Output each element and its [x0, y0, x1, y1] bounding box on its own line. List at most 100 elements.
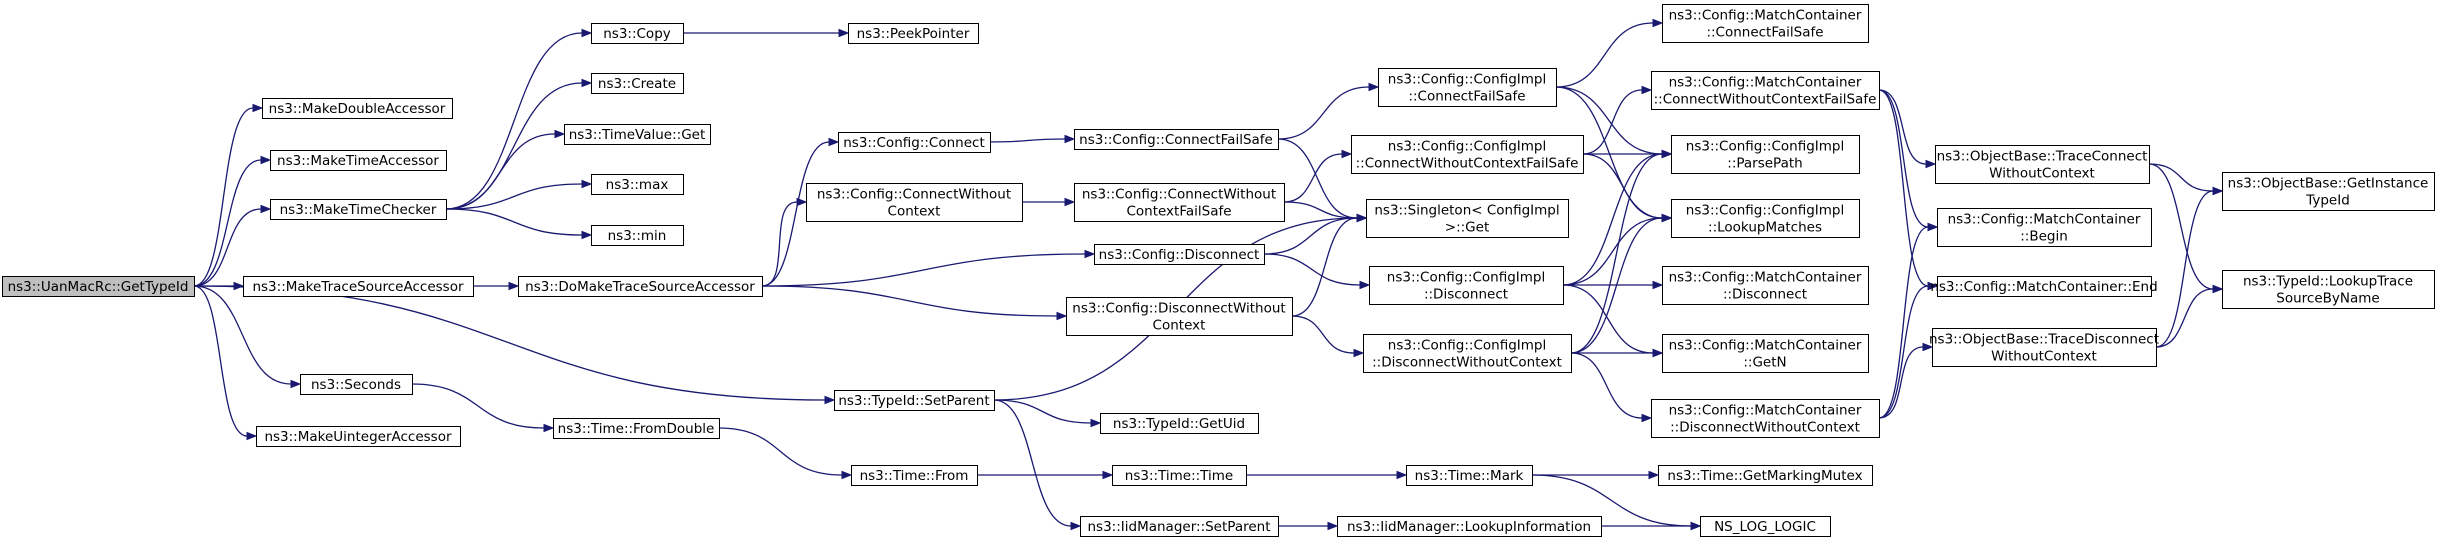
node-maketimechecker[interactable]: ns3::MakeTimeChecker: [270, 199, 447, 220]
node-timevalueget[interactable]: ns3::TimeValue::Get: [564, 124, 711, 145]
node-mcdisconnectwithoutcontext[interactable]: ns3::Config::MatchContainer::DisconnectW…: [1651, 399, 1880, 438]
node-configconnectfailsafe[interactable]: ns3::Config::ConnectFailSafe: [1074, 129, 1279, 150]
edge-maketimechecker-to-max: [445, 179, 593, 210]
node-box[interactable]: [591, 23, 684, 44]
node-box[interactable]: [1337, 516, 1602, 537]
node-box[interactable]: [564, 124, 711, 145]
node-mcend[interactable]: ns3::Config::MatchContainer::End: [1930, 276, 2158, 297]
node-box[interactable]: [1671, 199, 1860, 238]
node-mcbegin[interactable]: ns3::Config::MatchContainer::Begin: [1937, 208, 2152, 247]
node-box[interactable]: [591, 225, 684, 246]
node-box[interactable]: [806, 183, 1023, 222]
node-box[interactable]: [262, 98, 453, 119]
node-box[interactable]: [1935, 145, 2150, 184]
node-box[interactable]: [1369, 266, 1564, 305]
node-box[interactable]: [2222, 172, 2435, 211]
node-makeuintegeraccessor[interactable]: ns3::MakeUintegerAccessor: [256, 426, 461, 447]
node-typeidsetparent[interactable]: ns3::TypeId::SetParent: [834, 390, 995, 411]
node-box[interactable]: [243, 276, 474, 297]
node-box[interactable]: [591, 73, 684, 94]
node-implparsepath[interactable]: ns3::Config::ConfigImpl::ParsePath: [1671, 135, 1860, 174]
node-iidmanagersetparent[interactable]: ns3::IidManager::SetParent: [1080, 516, 1279, 537]
node-mcdisconnect[interactable]: ns3::Config::MatchContainer::Disconnect: [1662, 266, 1869, 305]
node-box[interactable]: [1937, 276, 2152, 297]
node-impllookupmatches[interactable]: ns3::Config::ConfigImpl::LookupMatches: [1671, 199, 1860, 238]
node-min[interactable]: ns3::min: [591, 225, 684, 246]
node-create[interactable]: ns3::Create: [591, 73, 684, 94]
node-obtraceconnectwithoutcontext[interactable]: ns3::ObjectBase::TraceConnectWithoutCont…: [1935, 145, 2150, 184]
node-box[interactable]: [1406, 465, 1533, 486]
node-box[interactable]: [256, 426, 461, 447]
node-box[interactable]: [1074, 183, 1285, 222]
node-seconds[interactable]: ns3::Seconds: [300, 374, 413, 395]
node-box[interactable]: [1080, 516, 1279, 537]
node-box[interactable]: [300, 374, 413, 395]
node-box[interactable]: [1094, 244, 1265, 265]
node-iidmanagerlookupinformation[interactable]: ns3::IidManager::LookupInformation: [1337, 516, 1602, 537]
node-typeidgetuid[interactable]: ns3::TypeId::GetUid: [1100, 413, 1259, 434]
node-box[interactable]: [1937, 208, 2152, 247]
node-box[interactable]: [1363, 334, 1572, 373]
node-box[interactable]: [2, 276, 195, 297]
node-configdisconnect[interactable]: ns3::Config::Disconnect: [1094, 244, 1265, 265]
node-box[interactable]: [1932, 328, 2157, 367]
node-timefromdouble[interactable]: ns3::Time::FromDouble: [553, 418, 720, 439]
node-maketracesourceaccessor[interactable]: ns3::MakeTraceSourceAccessor: [243, 276, 474, 297]
node-copy[interactable]: ns3::Copy: [591, 23, 684, 44]
node-box[interactable]: [851, 465, 978, 486]
node-implconnectwithoutcontextfailsafe[interactable]: ns3::Config::ConfigImpl::ConnectWithoutC…: [1351, 135, 1584, 174]
node-obtracedisconnectwithoutcontext[interactable]: ns3::ObjectBase::TraceDisconnectWithoutC…: [1929, 328, 2159, 367]
node-configconnect[interactable]: ns3::Config::Connect: [838, 132, 991, 153]
node-box[interactable]: [270, 150, 447, 171]
node-implconnectfailsafe[interactable]: ns3::Config::ConfigImpl::ConnectFailSafe: [1378, 68, 1557, 107]
node-peekpointer[interactable]: ns3::PeekPointer: [848, 23, 979, 44]
node-timemark[interactable]: ns3::Time::Mark: [1406, 465, 1533, 486]
node-box[interactable]: [1662, 334, 1869, 373]
node-box[interactable]: [270, 199, 447, 220]
node-box[interactable]: [1066, 297, 1293, 336]
node-box[interactable]: [1651, 399, 1880, 438]
node-box[interactable]: [838, 132, 991, 153]
node-makedoubleaccessor[interactable]: ns3::MakeDoubleAccessor: [262, 98, 453, 119]
node-box[interactable]: [1074, 129, 1279, 150]
node-impldisconnectwithoutcontext[interactable]: ns3::Config::ConfigImpl::DisconnectWitho…: [1363, 334, 1572, 373]
node-timefrom[interactable]: ns3::Time::From: [851, 465, 978, 486]
node-box[interactable]: [834, 390, 995, 411]
node-box[interactable]: [1100, 413, 1259, 434]
node-label: ::DisconnectWithoutContext: [1372, 355, 1562, 371]
node-max[interactable]: ns3::max: [591, 174, 684, 195]
node-box[interactable]: [1651, 71, 1880, 110]
node-box[interactable]: [1378, 68, 1557, 107]
node-maketimeaccessor[interactable]: ns3::MakeTimeAccessor: [270, 150, 447, 171]
node-box[interactable]: [2222, 270, 2435, 309]
node-box[interactable]: [1700, 516, 1831, 537]
node-impldisconnect[interactable]: ns3::Config::ConfigImpl::Disconnect: [1369, 266, 1564, 305]
node-box[interactable]: [1662, 266, 1869, 305]
node-box[interactable]: [518, 276, 763, 297]
node-timetime[interactable]: ns3::Time::Time: [1112, 465, 1247, 486]
node-domaketracesourceaccessor[interactable]: ns3::DoMakeTraceSourceAccessor: [518, 276, 763, 297]
node-box[interactable]: [1366, 199, 1569, 238]
node-box[interactable]: [1671, 135, 1860, 174]
node-mcconnectwithoutcontextfailsafe[interactable]: ns3::Config::MatchContainer::ConnectWith…: [1651, 71, 1880, 110]
node-mcconnectfailsafe[interactable]: ns3::Config::MatchContainer::ConnectFail…: [1662, 4, 1869, 43]
node-configconnectwithoutcontextfailsafe[interactable]: ns3::Config::ConnectWithoutContextFailSa…: [1074, 183, 1285, 222]
node-timegetmarkingmutex[interactable]: ns3::Time::GetMarkingMutex: [1658, 465, 1873, 486]
node-uanmacrc[interactable]: ns3::UanMacRc::GetTypeId: [2, 276, 195, 297]
node-configdisconnectwithoutcontext[interactable]: ns3::Config::DisconnectWithoutContext: [1066, 297, 1293, 336]
node-configconnectwithoutcontext[interactable]: ns3::Config::ConnectWithoutContext: [806, 183, 1023, 222]
node-nsloglogic[interactable]: NS_LOG_LOGIC: [1700, 516, 1831, 537]
node-mcgetn[interactable]: ns3::Config::MatchContainer::GetN: [1662, 334, 1869, 373]
arrowhead-icon: [1327, 521, 1339, 531]
node-box[interactable]: [1351, 135, 1584, 174]
node-label: ns3::TypeId::SetParent: [838, 393, 989, 409]
node-box[interactable]: [553, 418, 720, 439]
node-singletonget[interactable]: ns3::Singleton< ConfigImpl >::Get: [1366, 199, 1569, 238]
node-box[interactable]: [1658, 465, 1873, 486]
node-box[interactable]: [848, 23, 979, 44]
node-box[interactable]: [1112, 465, 1247, 486]
node-box[interactable]: [1662, 4, 1869, 43]
node-box[interactable]: [591, 174, 684, 195]
